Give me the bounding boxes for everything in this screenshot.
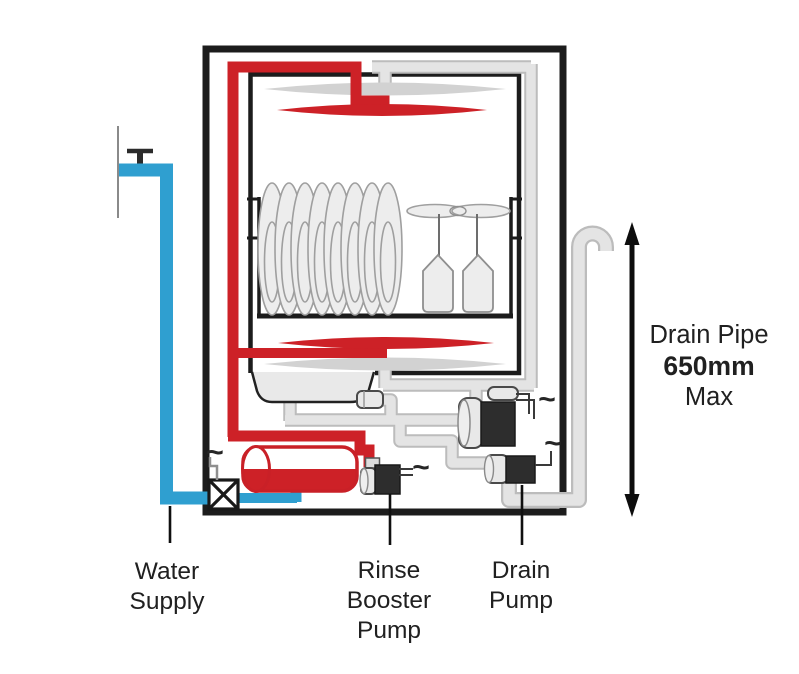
upper-spray-arm-red [277,104,487,116]
wash-pump-body [480,401,516,447]
ac-power-symbol: ~ [206,436,224,469]
outer-cabinet [202,45,567,516]
drain-pump-body [505,455,536,484]
rinse-pipe-main [227,61,390,437]
drain-pump-motor-cap [483,454,495,484]
drain-pump-label-line2: Pump [489,587,553,614]
lower-spray-arm-gray [264,357,506,371]
ac-power-symbol: ~ [538,383,556,416]
plate-well [379,221,397,303]
drain-height-arrow [624,222,640,517]
drain-pump-wire [535,451,552,466]
water-supply-label-line1: Water [135,558,199,585]
drain-pipe-height: 650mm [663,351,754,381]
valve-wire [208,457,219,480]
drain-pump [483,451,552,484]
drain-pipe-annotation: Drain Pipe 650mm Max [649,321,768,411]
rinse-booster-pump-label: Rinse Booster Pump [347,557,431,644]
glass-bowl [462,253,494,313]
drain-pump-label: Drain Pump [489,557,553,614]
water-tap-icon [127,148,153,164]
rinse-label-line3: Pump [357,617,421,644]
water-supply-label-line2: Supply [130,588,206,615]
wash-pump-wire [516,399,535,419]
wash-tub [248,72,522,376]
wine-glasses [406,203,511,313]
drain-pump-label-line1: Drain [492,557,551,584]
glass-base [451,203,511,219]
rinse-booster-tank [241,445,359,493]
ac-power-symbol: ~ [544,427,562,460]
rinse-booster-pump [359,457,413,495]
arrow-up-icon [624,222,640,245]
drain-pipe-label: Drain Pipe [649,321,768,349]
wash-pump-motor-cap [457,399,471,447]
drain-pipe-max: Max [685,383,733,411]
wash-pump-wire [516,393,530,414]
rinse-label-line1: Rinse [358,557,421,584]
rinse-pipe-to-pump [228,430,375,467]
tank-water-level [243,469,357,491]
water-supply-pipe [119,163,208,505]
rinse-pump-body [374,464,401,495]
wash-pump-outlet [487,386,519,401]
plates [257,182,403,316]
wash-pump [457,386,535,449]
water-supply-label: Water Supply [130,558,206,615]
lower-spray-arm-red [278,337,494,349]
glass-base-overlap [449,205,467,217]
rinse-pump-motor-cap [359,467,369,495]
water-inlet-valve [207,457,240,511]
arrow-down-icon [624,494,640,517]
sump-basin [252,372,374,402]
upper-spray-arm-gray [264,82,506,96]
sump-outlet-fitting [356,390,384,409]
rinse-label-line2: Booster [347,587,431,614]
ac-power-symbol: ~ [412,451,430,484]
glass-bowl [422,253,454,313]
